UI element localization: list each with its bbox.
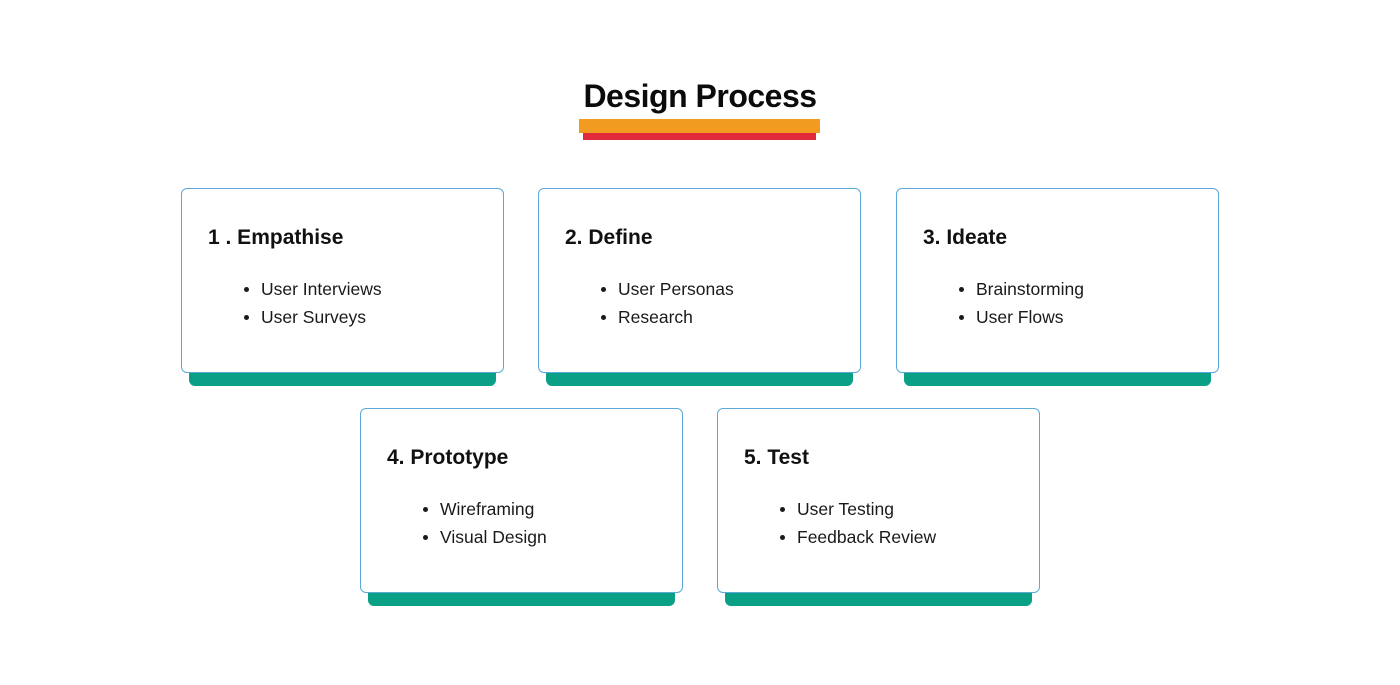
card-body: 5. Test User Testing Feedback Review — [717, 408, 1040, 593]
step-list: User Interviews User Surveys — [242, 275, 382, 331]
card-body: 2. Define User Personas Research — [538, 188, 861, 373]
list-item: Wireframing — [421, 495, 547, 523]
step-card-empathise: 1 . Empathise User Interviews User Surve… — [181, 188, 504, 386]
list-item: Visual Design — [421, 523, 547, 551]
list-item: User Surveys — [242, 303, 382, 331]
title-container: Design Process — [0, 74, 1400, 118]
step-title: 1 . Empathise — [208, 226, 344, 249]
step-list: Wireframing Visual Design — [421, 495, 547, 551]
step-card-prototype: 4. Prototype Wireframing Visual Design — [360, 408, 683, 606]
page-title: Design Process — [583, 78, 817, 114]
list-item: User Interviews — [242, 275, 382, 303]
card-body: 4. Prototype Wireframing Visual Design — [360, 408, 683, 593]
list-item: User Testing — [778, 495, 936, 523]
step-card-define: 2. Define User Personas Research — [538, 188, 861, 386]
step-list: Brainstorming User Flows — [957, 275, 1084, 331]
step-list: User Personas Research — [599, 275, 734, 331]
step-title: 2. Define — [565, 226, 653, 249]
step-title: 4. Prototype — [387, 446, 509, 469]
list-item: Brainstorming — [957, 275, 1084, 303]
title-underline-orange — [579, 119, 820, 133]
title-underline-red — [583, 129, 816, 140]
step-list: User Testing Feedback Review — [778, 495, 936, 551]
list-item: Research — [599, 303, 734, 331]
step-title: 5. Test — [744, 446, 809, 469]
card-body: 1 . Empathise User Interviews User Surve… — [181, 188, 504, 373]
list-item: User Personas — [599, 275, 734, 303]
step-card-ideate: 3. Ideate Brainstorming User Flows — [896, 188, 1219, 386]
card-body: 3. Ideate Brainstorming User Flows — [896, 188, 1219, 373]
list-item: Feedback Review — [778, 523, 936, 551]
list-item: User Flows — [957, 303, 1084, 331]
step-card-test: 5. Test User Testing Feedback Review — [717, 408, 1040, 606]
step-title: 3. Ideate — [923, 226, 1008, 249]
